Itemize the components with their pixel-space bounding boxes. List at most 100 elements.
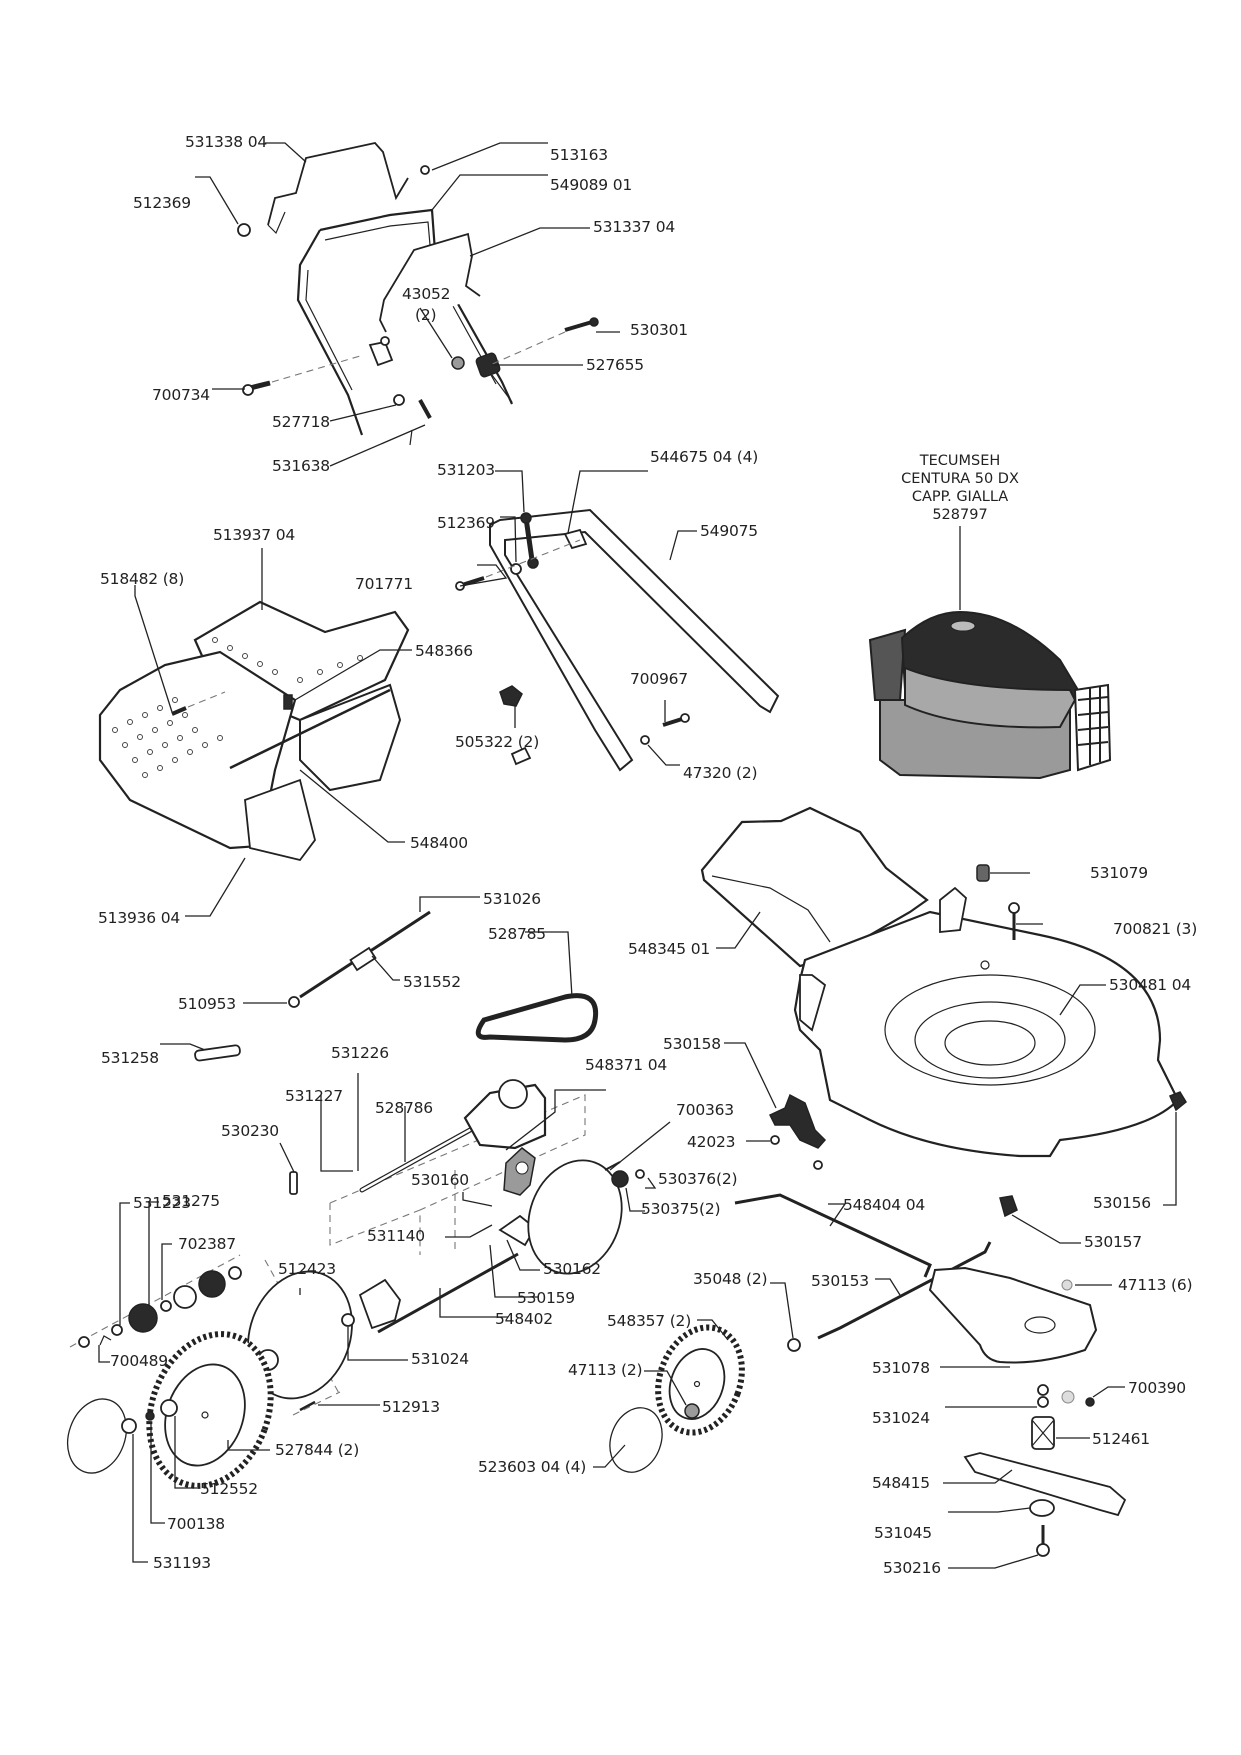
part-531223-ring — [111, 1324, 123, 1336]
part-label: 528785 — [488, 925, 546, 943]
part-label: 512913 — [382, 1398, 440, 1416]
upper-handle-assembly — [195, 142, 620, 467]
part-531338-cable-bar — [267, 142, 409, 226]
part-label: 47320 (2) — [683, 764, 758, 782]
part-label: 548404 04 — [843, 1196, 926, 1214]
part-label: 531024 — [872, 1409, 930, 1427]
part-label: 530160 — [411, 1171, 469, 1189]
part-512552-bushing — [160, 1399, 178, 1417]
part-label: 531140 — [367, 1227, 425, 1245]
part-label: 531226 — [331, 1044, 389, 1062]
part-label: 531638 — [272, 457, 330, 475]
part-548366-clip — [283, 694, 293, 710]
engine-model: CENTURA 50 DX — [901, 471, 1019, 487]
part-700734-bolt — [249, 380, 271, 391]
part-label: 518482 (8) — [100, 570, 185, 588]
rear-axle-assembly — [279, 1073, 671, 1334]
part-530156-clip — [1169, 1091, 1187, 1112]
part-label: 527844 (2) — [275, 1441, 360, 1459]
part-label: 530376(2) — [658, 1170, 738, 1188]
part-531078-blade-adapter — [928, 1266, 1098, 1364]
part-label: 523603 04 (4) — [478, 1458, 587, 1476]
part-label: 531045 — [874, 1524, 932, 1542]
part-512913-screw — [299, 1400, 316, 1412]
part-528785-belt — [475, 993, 599, 1043]
part-47113-nut — [684, 1403, 700, 1419]
part-531193-nut — [121, 1418, 137, 1434]
part-548402-rod — [377, 1252, 519, 1334]
part-512369-nut-lower — [510, 563, 522, 575]
part-label: 530162 — [543, 1260, 601, 1278]
lower-handle-assembly — [455, 470, 780, 772]
part-label: (2) — [415, 306, 437, 324]
part-531024-washer — [341, 1313, 355, 1327]
part-701771-bolt — [461, 576, 485, 587]
part-label: 548357 (2) — [607, 1312, 692, 1330]
drive-components — [160, 896, 599, 1062]
bag-perforations — [112, 637, 363, 778]
part-label: 700363 — [676, 1101, 734, 1119]
part-label: 549075 — [700, 522, 758, 540]
grass-bag-assembly — [98, 548, 412, 917]
part-530230-spring — [289, 1171, 298, 1195]
part-530158-bracket — [768, 1093, 827, 1149]
front-wheel-assembly — [593, 1193, 992, 1473]
engine-variant: CAPP. GIALLA — [911, 489, 1009, 505]
part-label: 531079 — [1090, 864, 1148, 882]
part-513163-washer — [420, 165, 430, 175]
part-531275-gear — [128, 1303, 158, 1333]
part-548404-rod — [734, 1193, 932, 1278]
part-548415-blade — [963, 1452, 1127, 1517]
part-label: 531258 — [101, 1049, 159, 1067]
part-530157-clip — [999, 1195, 1018, 1218]
part-label: 530230 — [221, 1122, 279, 1140]
part-35048-washer — [787, 1338, 801, 1352]
engine-illustration — [868, 526, 1112, 780]
part-label: 544675 04 (4) — [650, 448, 759, 466]
part-530375-bushing — [611, 1170, 629, 1188]
part-700967-screw — [662, 717, 683, 727]
part-label: 530159 — [517, 1289, 575, 1307]
part-label: 700138 — [167, 1515, 225, 1533]
part-47320-washer — [640, 735, 650, 745]
part-label: 549089 01 — [550, 176, 633, 194]
part-531079-bushing — [976, 864, 990, 882]
part-label: 700967 — [630, 670, 688, 688]
part-label: 513937 04 — [213, 526, 296, 544]
part-label: 530153 — [811, 1272, 869, 1290]
part-531045-washer — [1029, 1499, 1055, 1517]
part-530301-bolt — [564, 320, 593, 332]
part-label: 530158 — [663, 1035, 721, 1053]
part-label: 700390 — [1128, 1379, 1186, 1397]
part-531337-bar — [379, 232, 481, 333]
part-544675-knob-lower — [510, 746, 532, 766]
part-label: 700489 — [110, 1352, 168, 1370]
part-531638-cable-end — [418, 399, 432, 419]
part-549075-lower-handle — [489, 508, 780, 772]
part-505322-clip — [499, 685, 523, 707]
engine-part-number: 528797 — [932, 507, 988, 523]
part-label: 531552 — [403, 973, 461, 991]
part-label: 702387 — [178, 1235, 236, 1253]
part-hub-cap — [67, 1398, 127, 1474]
part-530481-deck — [793, 910, 1180, 1158]
part-47113-nut-small — [1061, 1390, 1075, 1404]
part-label: 512552 — [200, 1480, 258, 1498]
part-530162-disc — [527, 1159, 623, 1275]
part-531552-spring — [349, 946, 377, 972]
part-label: 512369 — [133, 194, 191, 212]
part-label: 530216 — [883, 1559, 941, 1577]
engine-label: TECUMSEH CENTURA 50 DX CAPP. GIALLA 5287… — [880, 452, 1040, 524]
rear-wheel-assembly — [67, 1201, 408, 1563]
part-label: 530481 04 — [1109, 976, 1192, 994]
part-700138-washer — [145, 1411, 155, 1421]
part-527718-clip — [393, 394, 405, 406]
part-518482-screw — [171, 706, 187, 716]
part-label: 700821 (3) — [1113, 920, 1198, 938]
part-label: 42023 — [687, 1133, 736, 1151]
part-512369-nut — [237, 223, 251, 237]
part-label: 512423 — [278, 1260, 336, 1278]
part-548400-rod — [229, 688, 391, 770]
part-531024-washer-blade — [1037, 1384, 1049, 1396]
part-label: 530156 — [1093, 1194, 1151, 1212]
